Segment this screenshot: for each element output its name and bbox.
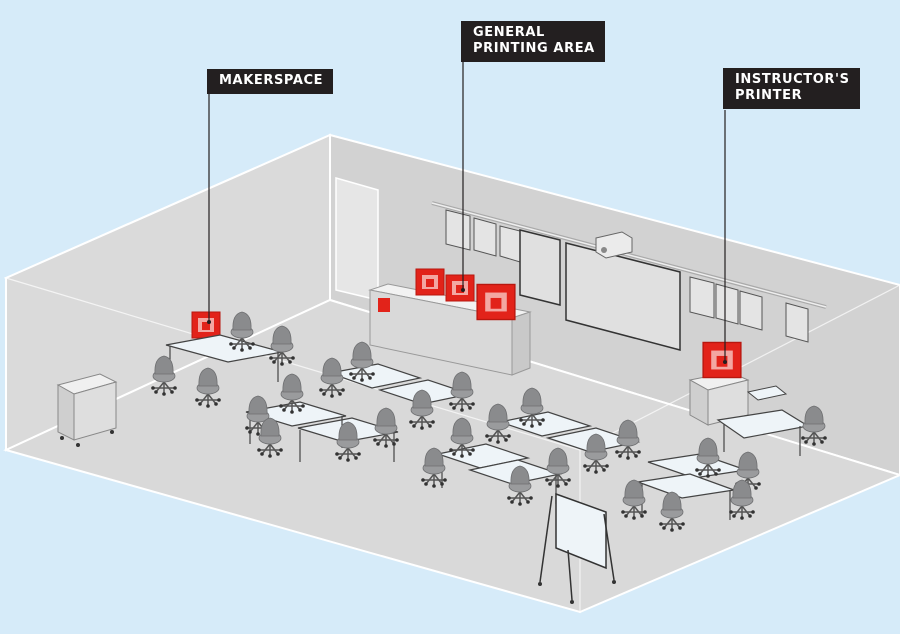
whiteboard-left (519, 229, 561, 306)
makerspace-printer (191, 311, 221, 339)
projector-icon (595, 231, 633, 259)
hanging-boards (445, 209, 809, 343)
general-printing-area-label: GENERAL PRINTING AREA (461, 21, 605, 62)
instructors-printer-label: INSTRUCTOR'S PRINTER (723, 68, 860, 109)
general-printer-2 (445, 274, 475, 302)
instructor-printer (702, 341, 742, 379)
whiteboard-right (565, 242, 681, 351)
general-printer-3 (476, 283, 516, 321)
instructor-cabinet (688, 371, 750, 426)
general-printer-1 (415, 268, 445, 296)
cart-icon (56, 373, 118, 447)
side-shelf (746, 385, 788, 401)
door (335, 177, 379, 301)
leader-lines (208, 62, 726, 360)
whiteboard-icon (538, 492, 616, 604)
makerspace-label: MAKERSPACE (207, 69, 334, 94)
